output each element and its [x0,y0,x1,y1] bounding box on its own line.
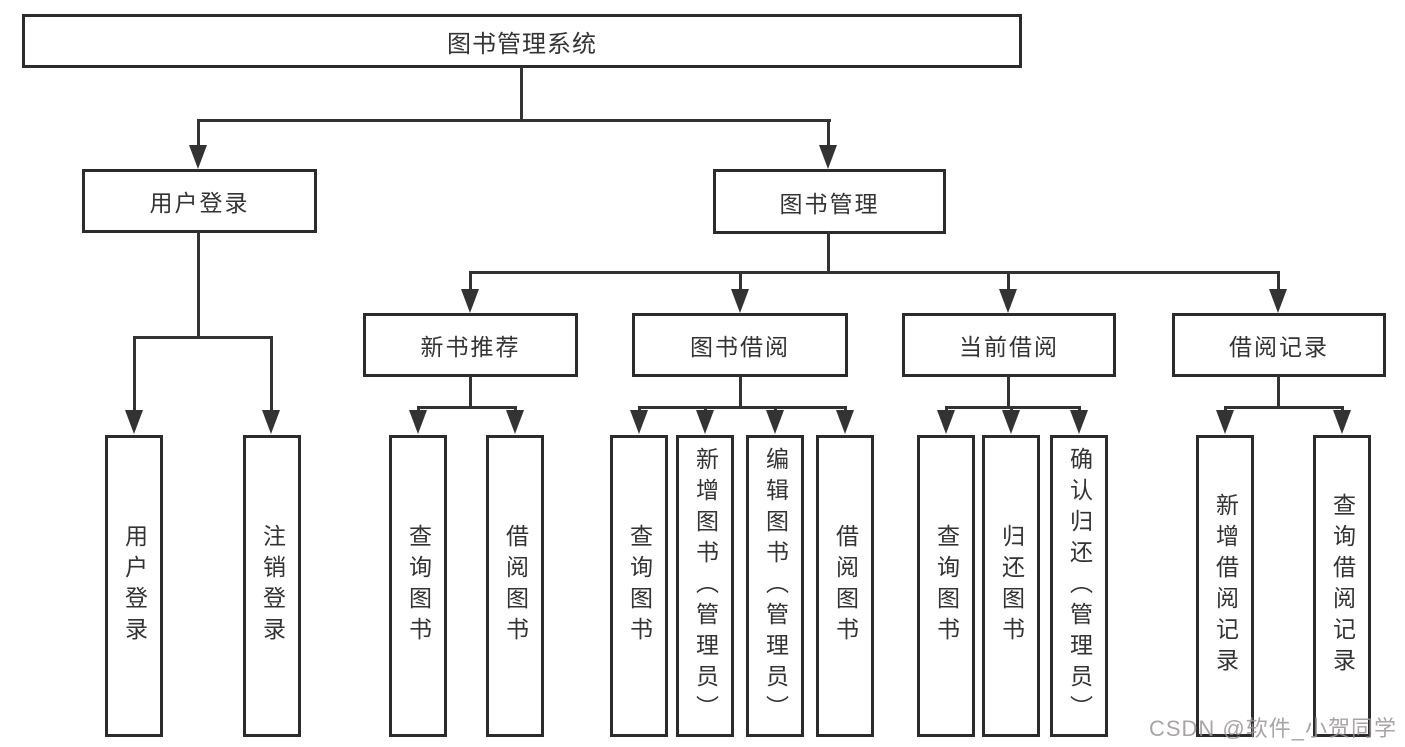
connector-line [469,271,1280,274]
arrowhead-down-icon [125,410,143,434]
module-node-borrowing-records: 借阅记录 [1172,313,1386,377]
leaf-node-user-login: 用户登录 [105,435,163,737]
arrowhead-down-icon [409,410,427,434]
arrowhead-down-icon [506,410,524,434]
connector-line [1007,376,1010,407]
leaf-node-borrow-books-2: 借阅图书 [816,435,874,737]
connector-line [1277,376,1280,407]
connector-line [739,376,742,407]
arrowhead-down-icon [1269,289,1287,313]
arrowhead-down-icon [189,145,207,169]
connector-line [945,406,1081,409]
connector-line [1007,271,1010,291]
arrowhead-down-icon [461,289,479,313]
leaf-node-query-books-2: 查询图书 [610,435,668,737]
leaf-node-add-book-admin: 新增图书（管理员） [676,435,734,737]
connector-line [638,406,847,409]
arrowhead-down-icon [999,289,1017,313]
arrowhead-down-icon [1002,410,1020,434]
leaf-node-query-books-3: 查询图书 [917,435,975,737]
arrowhead-down-icon [630,410,648,434]
connector-line [197,119,831,122]
arrowhead-down-icon [937,410,955,434]
connector-line [739,271,742,291]
connector-line [1224,406,1344,409]
arrowhead-down-icon [262,410,280,434]
csdn-watermark: CSDN @软件_小贺同学 [1148,716,1397,741]
arrowhead-down-icon [731,289,749,313]
arrowhead-down-icon [836,410,854,434]
arrowhead-down-icon [1070,410,1088,434]
leaf-node-return-books: 归还图书 [982,435,1040,737]
module-node-current-borrowing: 当前借阅 [902,313,1116,377]
leaf-node-query-books-1: 查询图书 [389,435,447,737]
connector-line [133,336,273,339]
connector-line [827,119,830,148]
module-node-new-book-recommend: 新书推荐 [363,313,578,377]
connector-line [417,406,517,409]
connector-line [520,67,523,120]
leaf-node-logout: 注销登录 [243,435,301,737]
leaf-node-query-borrow-record: 查询借阅记录 [1313,435,1371,737]
module-node-book-borrowing: 图书借阅 [632,313,848,377]
connector-line [469,271,472,291]
arrowhead-down-icon [819,145,837,169]
branch-node-book-management: 图书管理 [713,169,946,234]
arrowhead-down-icon [1216,410,1234,434]
connector-line [197,119,200,149]
arrowhead-down-icon [1333,410,1351,434]
arrowhead-down-icon [696,410,714,434]
connector-line [133,336,136,412]
leaf-node-confirm-return-admin: 确认归还（管理员） [1050,435,1108,737]
branch-node-user-login: 用户登录 [82,169,317,233]
connector-line [469,376,472,407]
connector-line [827,231,830,272]
connector-line [197,232,200,337]
arrowhead-down-icon [766,410,784,434]
leaf-node-edit-book-admin: 编辑图书（管理员） [746,435,804,737]
connector-line [270,336,273,412]
connector-line [1277,271,1280,291]
root-node-library-system: 图书管理系统 [22,14,1022,68]
leaf-node-borrow-books-1: 借阅图书 [486,435,544,737]
leaf-node-add-borrow-record: 新增借阅记录 [1196,435,1254,737]
